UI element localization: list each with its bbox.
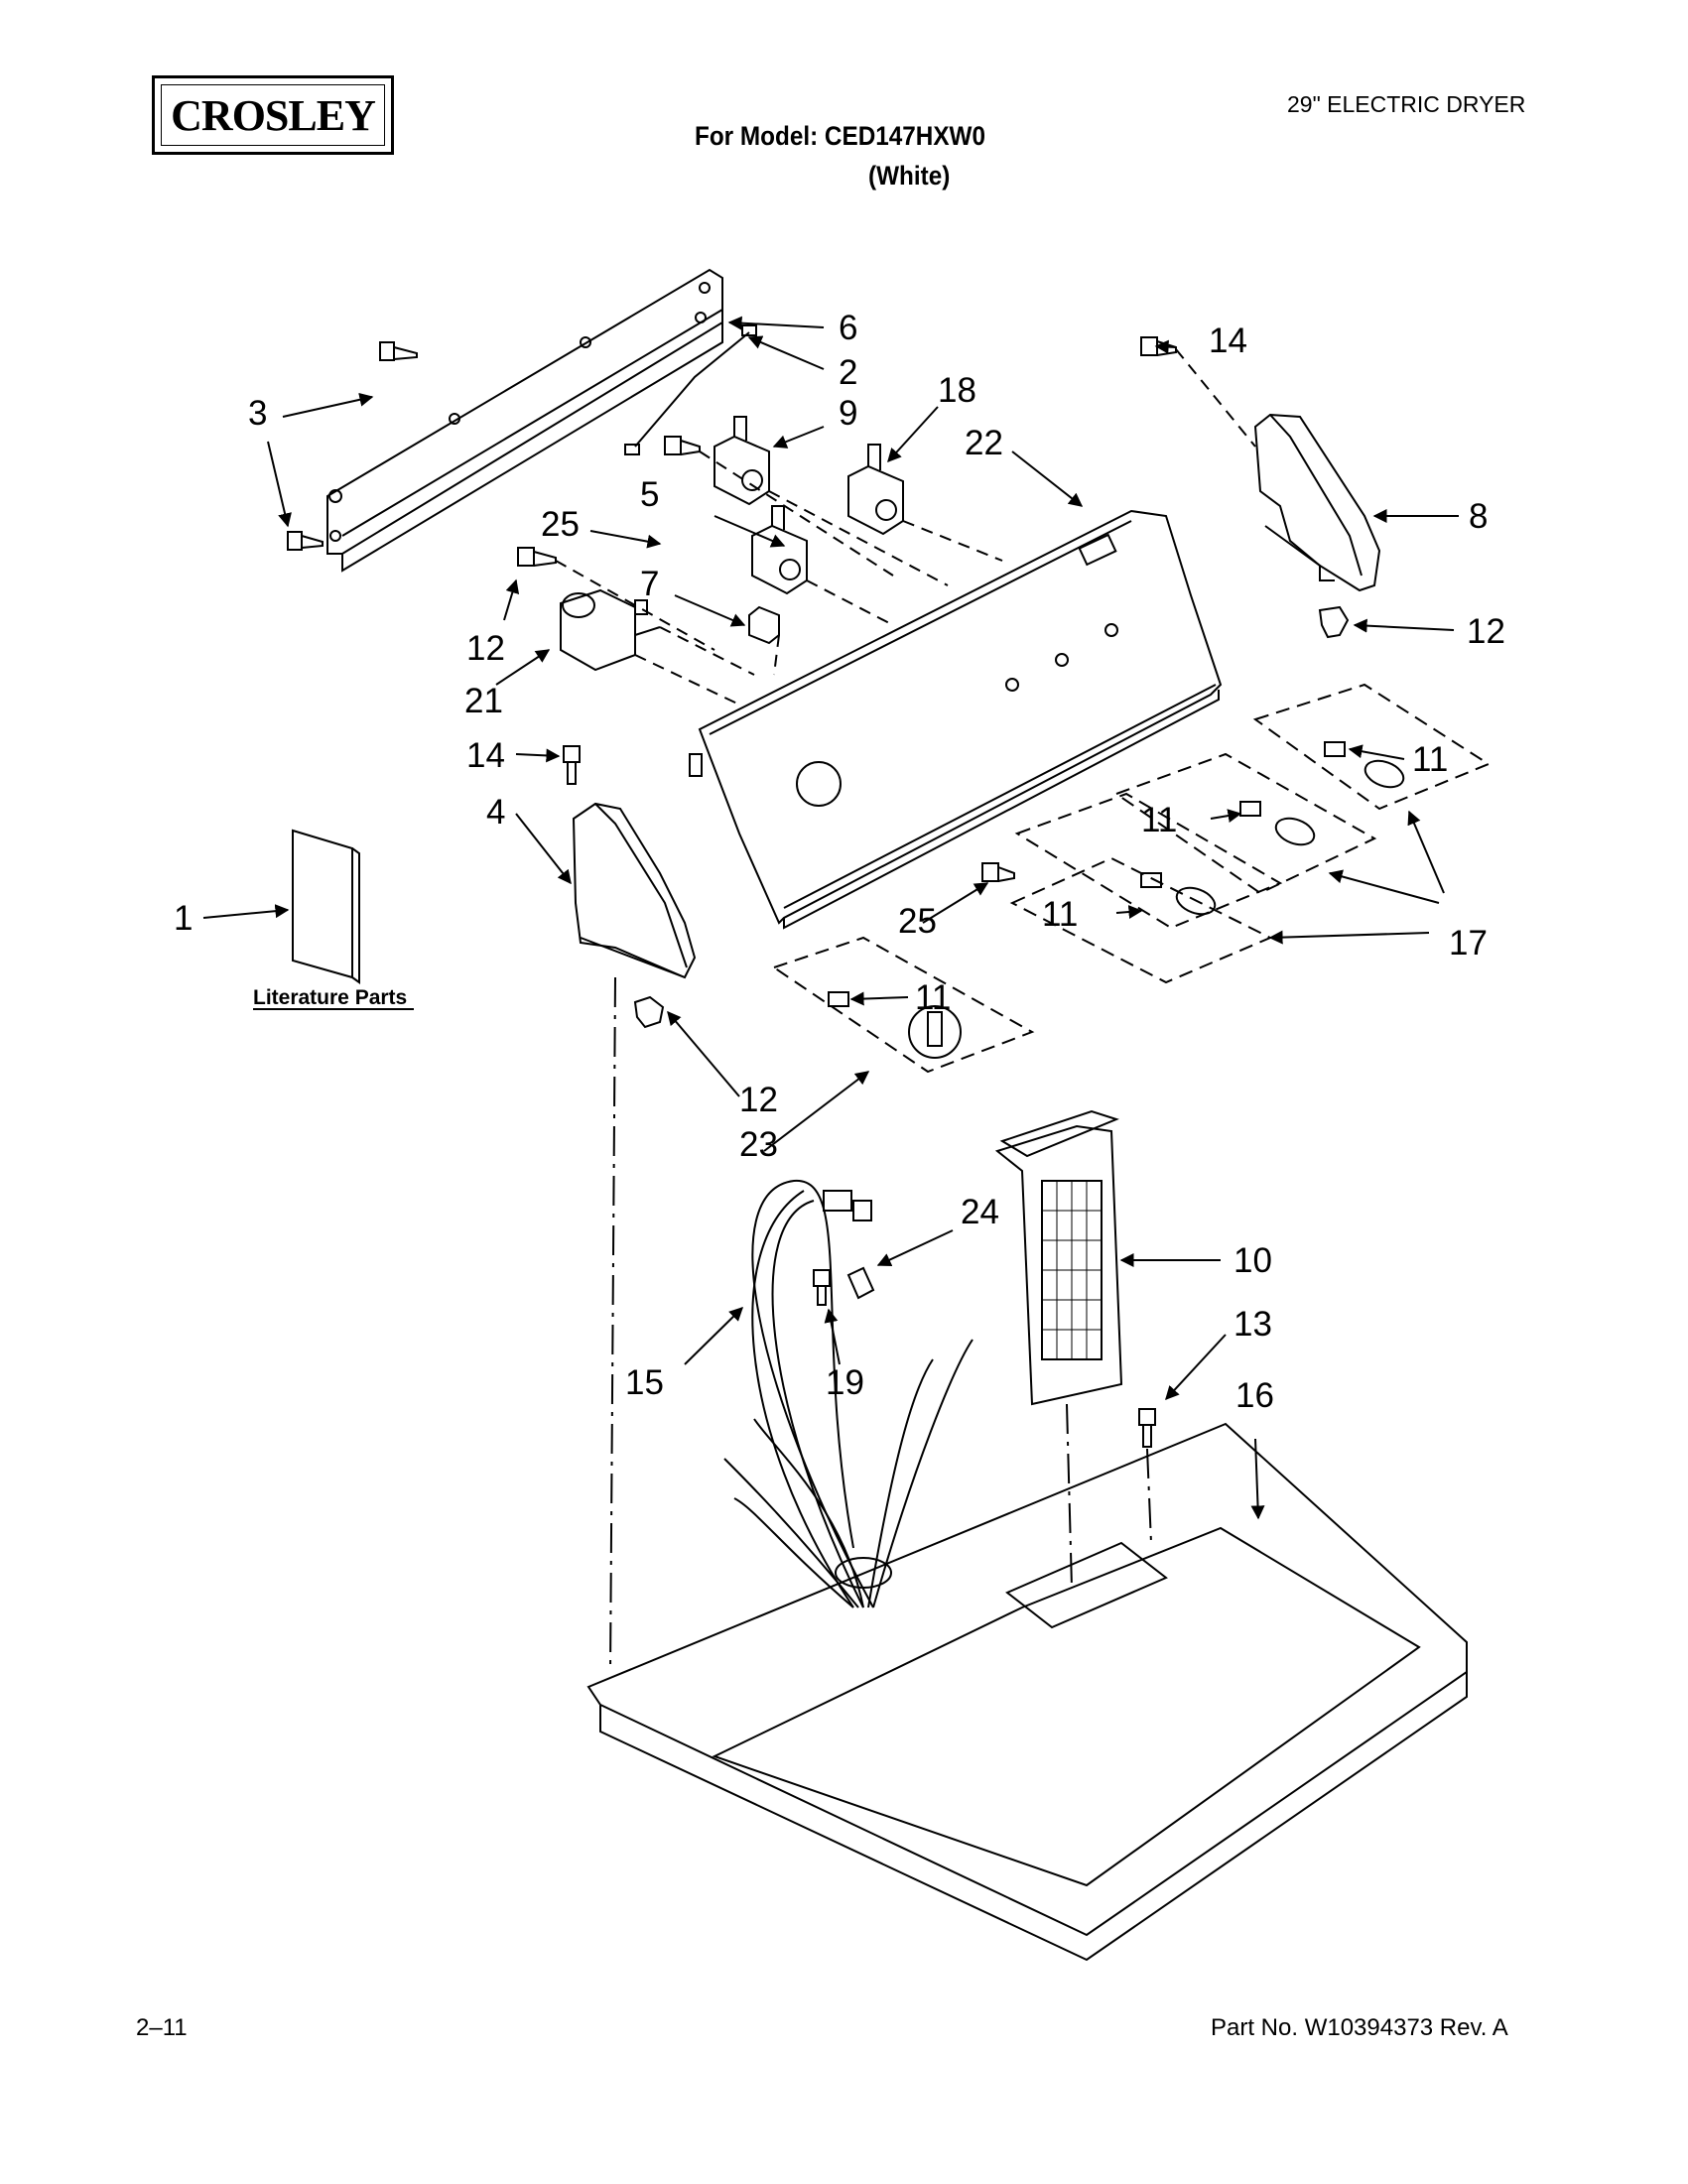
brand-logo-text: CROSLEY [171,90,376,140]
screw-12-left [517,547,557,567]
clip-12-left [633,995,665,1029]
wire-harness-part-15 [723,1179,974,1608]
callout-18: 18 [938,371,976,410]
knob-part-17a [1324,741,1405,789]
clip-12-right [1318,605,1350,639]
model-line: For Model: CED147HXW0 [695,121,985,151]
callout-11-d: 11 [915,978,951,1017]
screw-13 [1138,1408,1156,1448]
callout-arrows [202,316,1459,1520]
callout-13: 13 [1234,1305,1272,1344]
end-cap-left-dash [609,976,616,1673]
callout-11-a: 11 [1412,740,1448,779]
screw-14-left [563,745,581,785]
switch-part-9 [714,416,770,506]
screw-3-lower [287,531,324,551]
product-title: 29" ELECTRIC DRYER [1287,91,1526,117]
rear-bracket-part [326,268,723,573]
end-cap-right-part-8 [1253,413,1381,592]
part-number: Part No. W10394373 Rev. A [1211,2014,1508,2041]
end-cap-left-part-4 [572,802,697,979]
color-line: (White) [868,161,951,191]
callout-17: 17 [1449,924,1488,963]
switch-part-5 [751,505,808,595]
knob-part-17c [1140,872,1217,916]
callout-25-upper: 25 [541,505,580,544]
callout-12-right: 12 [1467,612,1505,651]
callout-12-lower: 12 [739,1081,778,1119]
screw-19 [813,1269,831,1306]
callout-14-left: 14 [466,736,505,775]
callout-24: 24 [961,1193,999,1231]
lint-screen-part-10 [994,1109,1123,1406]
assembly-leader-lines [555,450,1003,706]
callout-2: 2 [839,353,857,392]
knob-part-17b [1239,801,1316,846]
switch-part-18 [847,444,904,536]
callout-14-upper: 14 [1209,321,1247,360]
callout-10: 10 [1234,1241,1272,1280]
crosley-logo: CROSLEY [152,75,394,155]
callout-3: 3 [248,394,267,433]
callout-4: 4 [486,793,505,832]
callout-11-b: 11 [1141,801,1177,839]
wire-part-2 [624,324,757,455]
callout-12-left: 12 [466,629,505,668]
callout-23: 23 [739,1125,778,1164]
knob-group-boxes [771,683,1492,1074]
callout-8: 8 [1469,497,1488,536]
callout-9: 9 [839,394,857,433]
callout-7: 7 [640,565,659,603]
callout-1: 1 [174,899,193,938]
screw-25-middle [981,862,1015,882]
callout-5: 5 [640,475,659,514]
callout-11-c: 11 [1042,895,1078,934]
knob-part-23 [828,991,962,1059]
date-code: 2–11 [136,2014,188,2041]
console-panel-part-22 [689,509,1223,930]
callout-22: 22 [965,424,1003,462]
callout-15: 15 [625,1363,664,1402]
top-panel-part-16 [586,1422,1468,1962]
callout-6: 6 [839,309,857,347]
clip-part-7 [748,605,780,645]
callout-25-middle: 25 [898,902,937,941]
literature-parts-label: Literature Parts [253,986,407,1009]
callout-16: 16 [1235,1376,1274,1415]
screw-14-upper-path [1175,348,1256,448]
callout-21: 21 [464,682,503,720]
lint-screen-dash [1066,1403,1073,1589]
callout-19: 19 [826,1363,864,1402]
screw-25-upper [664,436,701,455]
screw-13-dash [1146,1448,1152,1544]
callout-labels: 6 2 3 9 18 22 5 25 7 12 21 14 8 12 14 4 … [174,309,1505,1415]
screw-3-upper [379,341,418,361]
literature-part-1 [292,829,360,984]
